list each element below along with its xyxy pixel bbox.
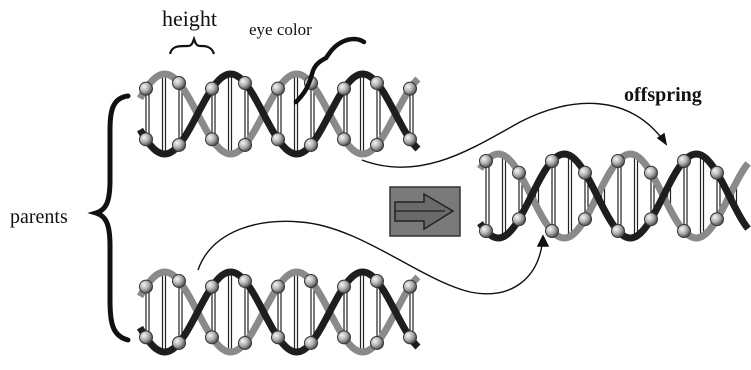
nucleotide-bead [579,213,592,226]
nucleotide-bead [404,331,417,344]
nucleotide-bead [239,336,252,349]
nucleotide-bead [305,275,318,288]
nucleotide-bead [678,154,691,167]
nucleotide-bead [272,82,285,95]
nucleotide-bead [579,166,592,179]
nucleotide-bead [645,166,658,179]
eye-color-brace-icon [296,39,364,102]
nucleotide-bead [678,225,691,238]
nucleotide-bead [140,133,153,146]
nucleotide-bead [404,82,417,95]
nucleotide-bead [480,154,493,167]
nucleotide-bead [305,138,318,151]
nucleotide-bead [404,280,417,293]
offspring-dna-helix [480,154,749,238]
nucleotide-bead [272,280,285,293]
nucleotide-bead [338,331,351,344]
nucleotide-bead [371,275,384,288]
nucleotide-bead [338,280,351,293]
nucleotide-bead [272,133,285,146]
nucleotide-bead [612,154,625,167]
parent-dna-helix-top [140,74,419,154]
nucleotide-bead [612,225,625,238]
offspring-label: offspring [624,84,702,107]
nucleotide-bead [711,213,724,226]
nucleotide-bead [239,77,252,90]
nucleotide-bead [711,166,724,179]
height-brace-icon [170,39,214,54]
nucleotide-bead [206,82,219,95]
height-label: height [162,6,217,32]
eye-color-label: eye color [249,20,312,40]
nucleotide-bead [338,133,351,146]
nucleotide-bead [140,331,153,344]
nucleotide-bead [206,331,219,344]
nucleotide-bead [239,138,252,151]
nucleotide-bead [206,280,219,293]
nucleotide-bead [371,77,384,90]
nucleotide-bead [272,331,285,344]
nucleotide-bead [305,336,318,349]
parent-dna-helix-bottom [140,272,419,352]
nucleotide-bead [173,336,186,349]
nucleotide-bead [513,166,526,179]
parents-brace-icon [96,96,128,340]
nucleotide-bead [546,225,559,238]
right-arrow-icon [390,187,460,236]
nucleotide-bead [513,213,526,226]
nucleotide-bead [371,336,384,349]
nucleotide-bead [140,82,153,95]
nucleotide-bead [239,275,252,288]
nucleotide-bead [140,280,153,293]
nucleotide-bead [173,275,186,288]
nucleotide-bead [206,133,219,146]
nucleotide-bead [645,213,658,226]
nucleotide-bead [371,138,384,151]
nucleotide-bead [338,82,351,95]
parents-label: parents [10,206,68,229]
nucleotide-bead [173,77,186,90]
nucleotide-bead [480,225,493,238]
nucleotide-bead [173,138,186,151]
nucleotide-bead [404,133,417,146]
nucleotide-bead [546,154,559,167]
